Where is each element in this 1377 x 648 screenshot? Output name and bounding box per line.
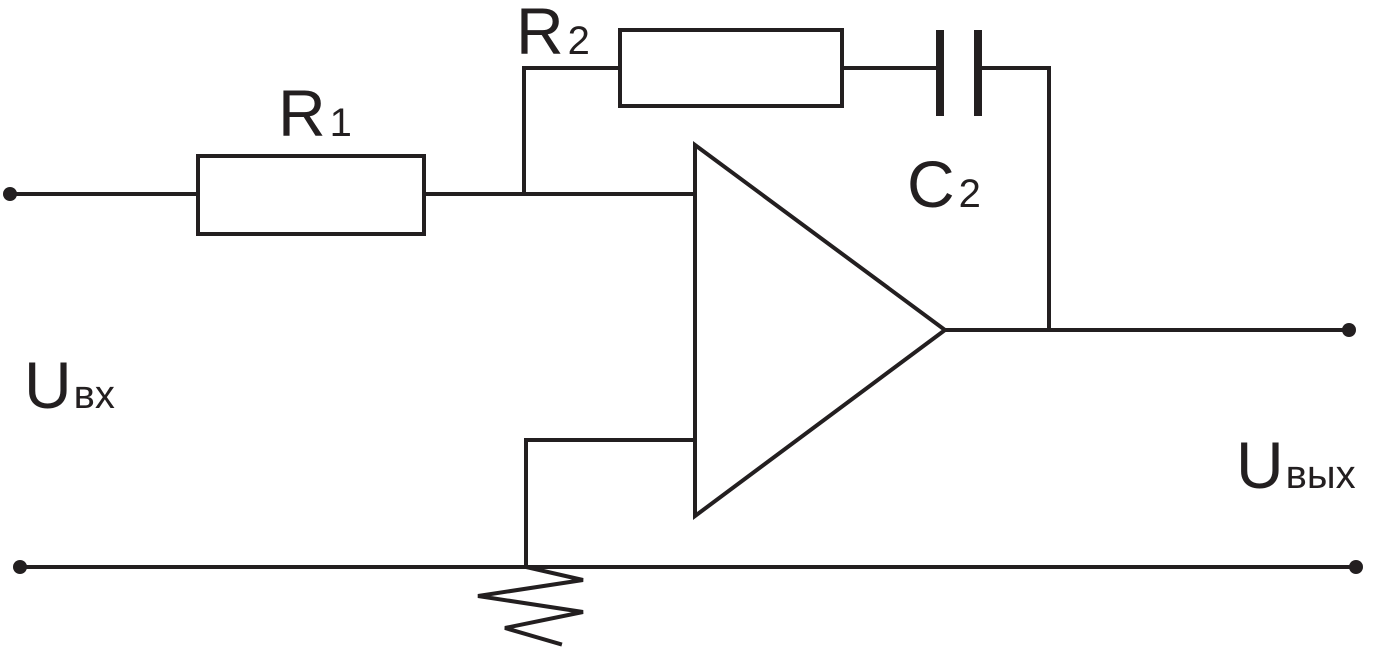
terminal-nodes <box>3 187 1363 574</box>
non-inverting-input-wire <box>524 438 697 569</box>
label-output-voltage-main: U <box>1236 428 1284 502</box>
label-r2-main: R <box>516 0 564 68</box>
label-r1-main: R <box>278 76 326 150</box>
label-c2-sub: 2 <box>959 172 981 216</box>
label-c2-main: C <box>907 147 955 221</box>
label-input-voltage-sub: вх <box>74 373 115 417</box>
ground-zigzag-icon <box>477 564 584 647</box>
capacitor-c2 <box>936 30 982 116</box>
label-input-voltage-main: U <box>24 348 72 422</box>
resistor-r1 <box>196 154 426 236</box>
label-r1-sub: 1 <box>330 101 352 145</box>
label-output-voltage-sub: вых <box>1286 453 1356 497</box>
op-amp-triangle <box>693 141 949 520</box>
output-terminal <box>1342 323 1356 337</box>
label-r2-sub: 2 <box>568 19 590 63</box>
wires <box>8 66 1358 569</box>
label-output-voltage: Uвых <box>1236 428 1356 502</box>
resistor-r2 <box>618 28 844 108</box>
input-terminal <box>3 187 17 201</box>
ground-terminal-right <box>1349 560 1363 574</box>
label-input-voltage: Uвх <box>24 348 115 422</box>
ground-terminal-left <box>13 560 27 574</box>
